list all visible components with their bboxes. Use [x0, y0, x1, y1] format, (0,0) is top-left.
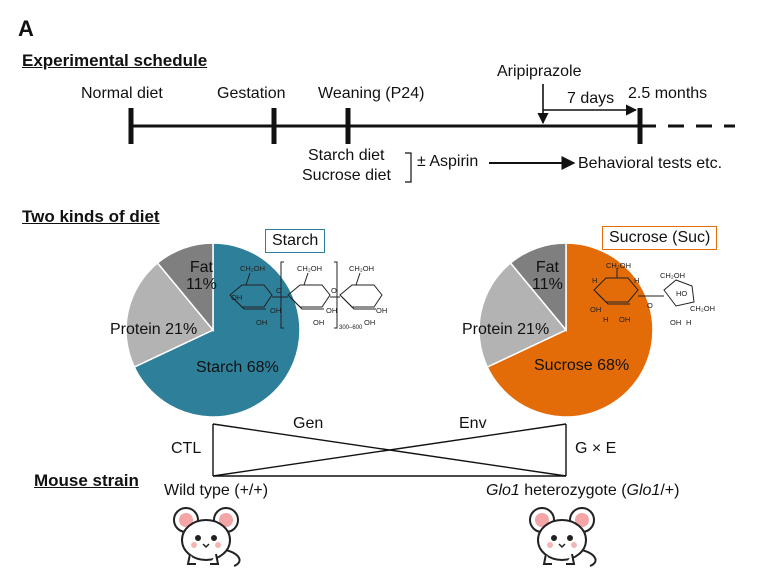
chem-label: CH₂OH [690, 304, 715, 313]
label-gxe: G × E [575, 440, 617, 457]
chem-label: CH₂OH [240, 264, 265, 273]
label-starch-diet: Starch diet [308, 147, 385, 164]
starch-box: Starch [265, 229, 326, 253]
chem-label: 300–600 [339, 325, 363, 331]
chem-label: CH₂OH [660, 271, 685, 280]
pie-slice-fat [509, 242, 567, 333]
chem-label: OH [364, 318, 375, 327]
glucose-chain-structure [229, 261, 383, 329]
starch-protein-label: Protein 21% [110, 321, 198, 338]
schedule-heading: Experimental schedule [22, 51, 208, 70]
label-normal-diet: Normal diet [81, 85, 163, 102]
chem-label: OH [376, 306, 387, 315]
mouse-icon [529, 507, 597, 567]
chem-label: O [276, 286, 282, 295]
chem-label: OH [256, 318, 267, 327]
pie-slice-protein [125, 261, 215, 369]
chem-label: H [603, 315, 608, 324]
label-7-days: 7 days [567, 90, 615, 107]
label-ctl: CTL [171, 440, 202, 457]
sucrose-main-label: Sucrose 68% [534, 357, 630, 374]
label-weaning: Weaning (P24) [318, 85, 425, 102]
chem-label: O [647, 301, 653, 310]
sucrose-box: Sucrose (Suc) [602, 226, 718, 250]
label-sucrose-diet: Sucrose diet [302, 167, 391, 184]
sucrose-labels: CH₂OH CH₂OH CH₂OH H H OH OH H O HO OH H [590, 261, 715, 327]
starch-main-label: Starch 68% [196, 359, 279, 376]
chem-label: CH₂OH [349, 264, 374, 273]
chem-label: CH₂OH [297, 264, 322, 273]
timeline [128, 84, 735, 183]
pie-slice-sucrose [486, 242, 654, 418]
label-aripiprazole: Aripiprazole [497, 63, 582, 80]
chem-label: OH [670, 318, 681, 327]
chem-label: OH [270, 306, 281, 315]
diet-heading: Two kinds of diet [22, 207, 160, 226]
pie-slice-starch [133, 242, 301, 418]
label-gen: Gen [293, 415, 324, 432]
label-behavioral-tests: Behavioral tests etc. [578, 155, 723, 172]
pie-slice-protein [478, 261, 568, 369]
pie-slice-fat [156, 242, 214, 333]
label-glo1-heterozygote: Glo1 heterozygote (Glo1/+) [486, 482, 680, 499]
label-gestation: Gestation [217, 85, 286, 102]
chem-label: H [686, 318, 691, 327]
diet-bracket [405, 152, 412, 183]
chem-label: OH [313, 318, 324, 327]
label-env: Env [459, 415, 487, 432]
strain-heading: Mouse strain [34, 471, 139, 490]
label-2-5-months: 2.5 months [628, 85, 708, 102]
chem-label: OH [326, 306, 337, 315]
sucrose-protein-label: Protein 21% [462, 321, 550, 338]
chem-label: H [634, 276, 639, 285]
chem-label: O [331, 286, 337, 295]
chem-label: OH [619, 315, 630, 324]
chem-label: OH [231, 293, 242, 302]
sucrose-pie [478, 242, 654, 418]
panel-label: A [18, 16, 34, 41]
starch-pie [125, 242, 301, 418]
mouse-icon [173, 507, 241, 567]
chem-label: H [592, 276, 597, 285]
chem-label: HO [676, 289, 687, 298]
label-wild-type: Wild type (+/+) [164, 482, 269, 499]
sucrose-structure [593, 268, 695, 307]
label-aspirin: ± Aspirin [417, 153, 479, 170]
chem-label: CH₂OH [606, 261, 631, 270]
design-lines [212, 423, 567, 477]
glucose-chain-labels: CH₂OH CH₂OH CH₂OH OH O O OH OH OH OH OH … [231, 264, 387, 331]
chem-label: OH [590, 305, 601, 314]
